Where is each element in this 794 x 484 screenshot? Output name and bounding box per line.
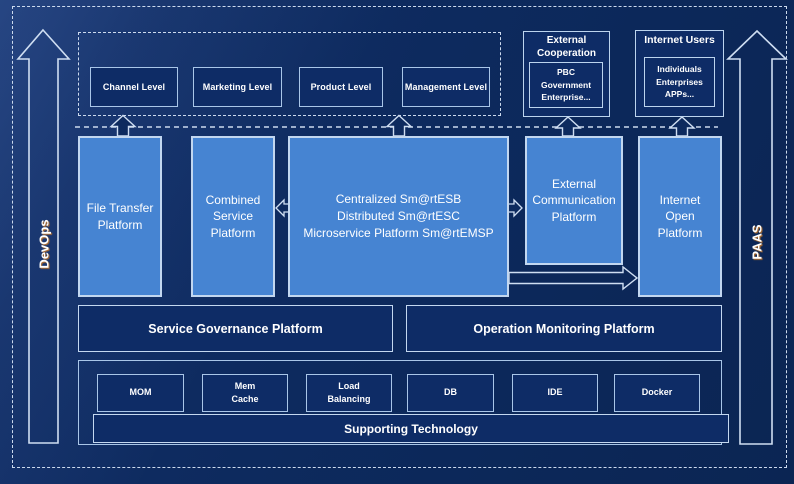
supporting-technology-banner: Supporting Technology bbox=[93, 414, 729, 443]
paas-label: PAAS bbox=[749, 224, 765, 260]
service-governance-label: Service Governance Platform bbox=[148, 321, 323, 336]
tech-label: DB bbox=[444, 387, 457, 398]
level-label: Management Level bbox=[404, 82, 488, 92]
supporting-technology-label: Supporting Technology bbox=[344, 421, 478, 436]
level-label: Product Level bbox=[310, 82, 372, 92]
central-to-internet-open-arrow-icon bbox=[508, 265, 639, 291]
platform-label: File Transfer Platform bbox=[86, 201, 154, 232]
service-governance-bar: Service Governance Platform bbox=[78, 305, 393, 352]
platform-label: Combined Service Platform bbox=[205, 193, 261, 240]
tech-label: Mem Cache bbox=[231, 380, 259, 404]
tech-label: MOM bbox=[129, 387, 152, 398]
internet-users-members-box: Individuals Enterprises APPs... bbox=[644, 57, 715, 107]
tech-box-mem-cache: Mem Cache bbox=[202, 374, 288, 412]
level-box-channel: Channel Level bbox=[90, 67, 178, 107]
operation-monitoring-label: Operation Monitoring Platform bbox=[473, 321, 655, 336]
tech-box-db: DB bbox=[407, 374, 494, 412]
central-line-3: Microservice Platform Sm@rtEMSP bbox=[303, 225, 494, 240]
supporting-technology-container bbox=[78, 360, 722, 445]
tech-label: IDE bbox=[547, 387, 563, 398]
level-box-product: Product Level bbox=[299, 67, 383, 107]
central-line-2: Distributed Sm@rtESC bbox=[337, 209, 460, 224]
level-label: Channel Level bbox=[102, 82, 166, 92]
external-cooperation-title: External Cooperation bbox=[537, 35, 596, 59]
platform-external-communication: External Communication Platform bbox=[525, 136, 623, 265]
tech-box-ide: IDE bbox=[512, 374, 598, 412]
platform-combined-service: Combined Service Platform bbox=[191, 136, 275, 297]
devops-label: DevOps bbox=[36, 219, 52, 269]
tech-box-mom: MOM bbox=[97, 374, 184, 412]
platform-internet-open: Internet Open Platform bbox=[638, 136, 722, 297]
devops-up-arrow-icon bbox=[16, 28, 71, 444]
level-label: Marketing Level bbox=[202, 82, 273, 92]
paas-up-arrow-icon bbox=[726, 29, 788, 445]
platform-label: Internet Open Platform bbox=[657, 193, 703, 240]
level-box-management: Management Level bbox=[402, 67, 490, 107]
external-cooperation-members-box: PBC Government Enterprise... bbox=[529, 62, 603, 108]
central-platform-lines: Centralized Sm@rtESB Distributed Sm@rtES… bbox=[303, 191, 493, 241]
tech-box-load-balancing: Load Balancing bbox=[306, 374, 392, 412]
platform-label: External Communication Platform bbox=[532, 177, 616, 224]
operation-monitoring-bar: Operation Monitoring Platform bbox=[406, 305, 722, 352]
tech-label: Docker bbox=[641, 387, 673, 398]
outer-dashed-border bbox=[12, 6, 787, 468]
tech-box-docker: Docker bbox=[614, 374, 700, 412]
platform-file-transfer: File Transfer Platform bbox=[78, 136, 162, 297]
levels-group bbox=[78, 32, 501, 116]
internet-users-box: Internet Users Individuals Enterprises A… bbox=[635, 30, 724, 117]
level-box-marketing: Marketing Level bbox=[193, 67, 282, 107]
external-cooperation-box: External Cooperation PBC Government Ente… bbox=[523, 31, 610, 117]
internet-users-members: Individuals Enterprises APPs... bbox=[656, 63, 703, 100]
central-line-1: Centralized Sm@rtESB bbox=[335, 192, 462, 207]
internet-users-title: Internet Users bbox=[644, 34, 715, 46]
external-cooperation-members: PBC Government Enterprise... bbox=[540, 66, 592, 103]
tech-label: Load Balancing bbox=[327, 380, 371, 404]
platform-central-esb: Centralized Sm@rtESB Distributed Sm@rtES… bbox=[288, 136, 509, 297]
